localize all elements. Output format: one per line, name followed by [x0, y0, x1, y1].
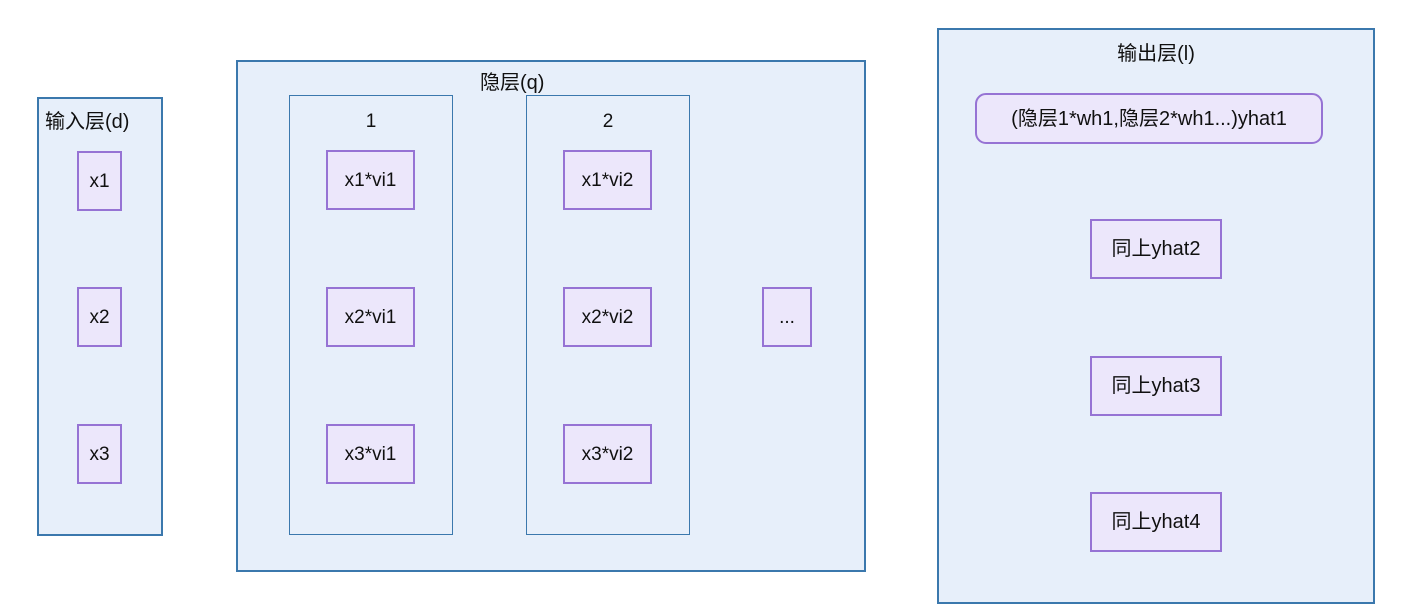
hidden-node-x2vi2[interactable]: x2*vi2 — [563, 287, 652, 347]
input-node-x3[interactable]: x3 — [77, 424, 122, 484]
hidden-group-1-label: 1 — [365, 111, 377, 132]
output-node-yhat1[interactable]: (隐层1*wh1,隐层2*wh1...)yhat1 — [975, 93, 1323, 144]
input-layer-title: 输入层(d) — [45, 111, 130, 133]
hidden-node-x2vi1[interactable]: x2*vi1 — [326, 287, 415, 347]
output-node-yhat2[interactable]: 同上yhat2 — [1090, 219, 1222, 279]
hidden-node-ellipsis[interactable]: ... — [762, 287, 812, 347]
hidden-group-2-container[interactable] — [526, 95, 690, 535]
hidden-layer-title: 隐层(q) — [478, 72, 547, 94]
output-layer-title: 输出层(l) — [1117, 43, 1195, 65]
hidden-node-x3vi1[interactable]: x3*vi1 — [326, 424, 415, 484]
hidden-node-x1vi2[interactable]: x1*vi2 — [563, 150, 652, 210]
hidden-node-x3vi2[interactable]: x3*vi2 — [563, 424, 652, 484]
input-node-x2[interactable]: x2 — [77, 287, 122, 347]
hidden-group-2-label: 2 — [602, 111, 614, 132]
output-node-yhat4[interactable]: 同上yhat4 — [1090, 492, 1222, 552]
input-node-x1[interactable]: x1 — [77, 151, 122, 211]
hidden-group-1-container[interactable] — [289, 95, 453, 535]
hidden-node-x1vi1[interactable]: x1*vi1 — [326, 150, 415, 210]
output-node-yhat3[interactable]: 同上yhat3 — [1090, 356, 1222, 416]
